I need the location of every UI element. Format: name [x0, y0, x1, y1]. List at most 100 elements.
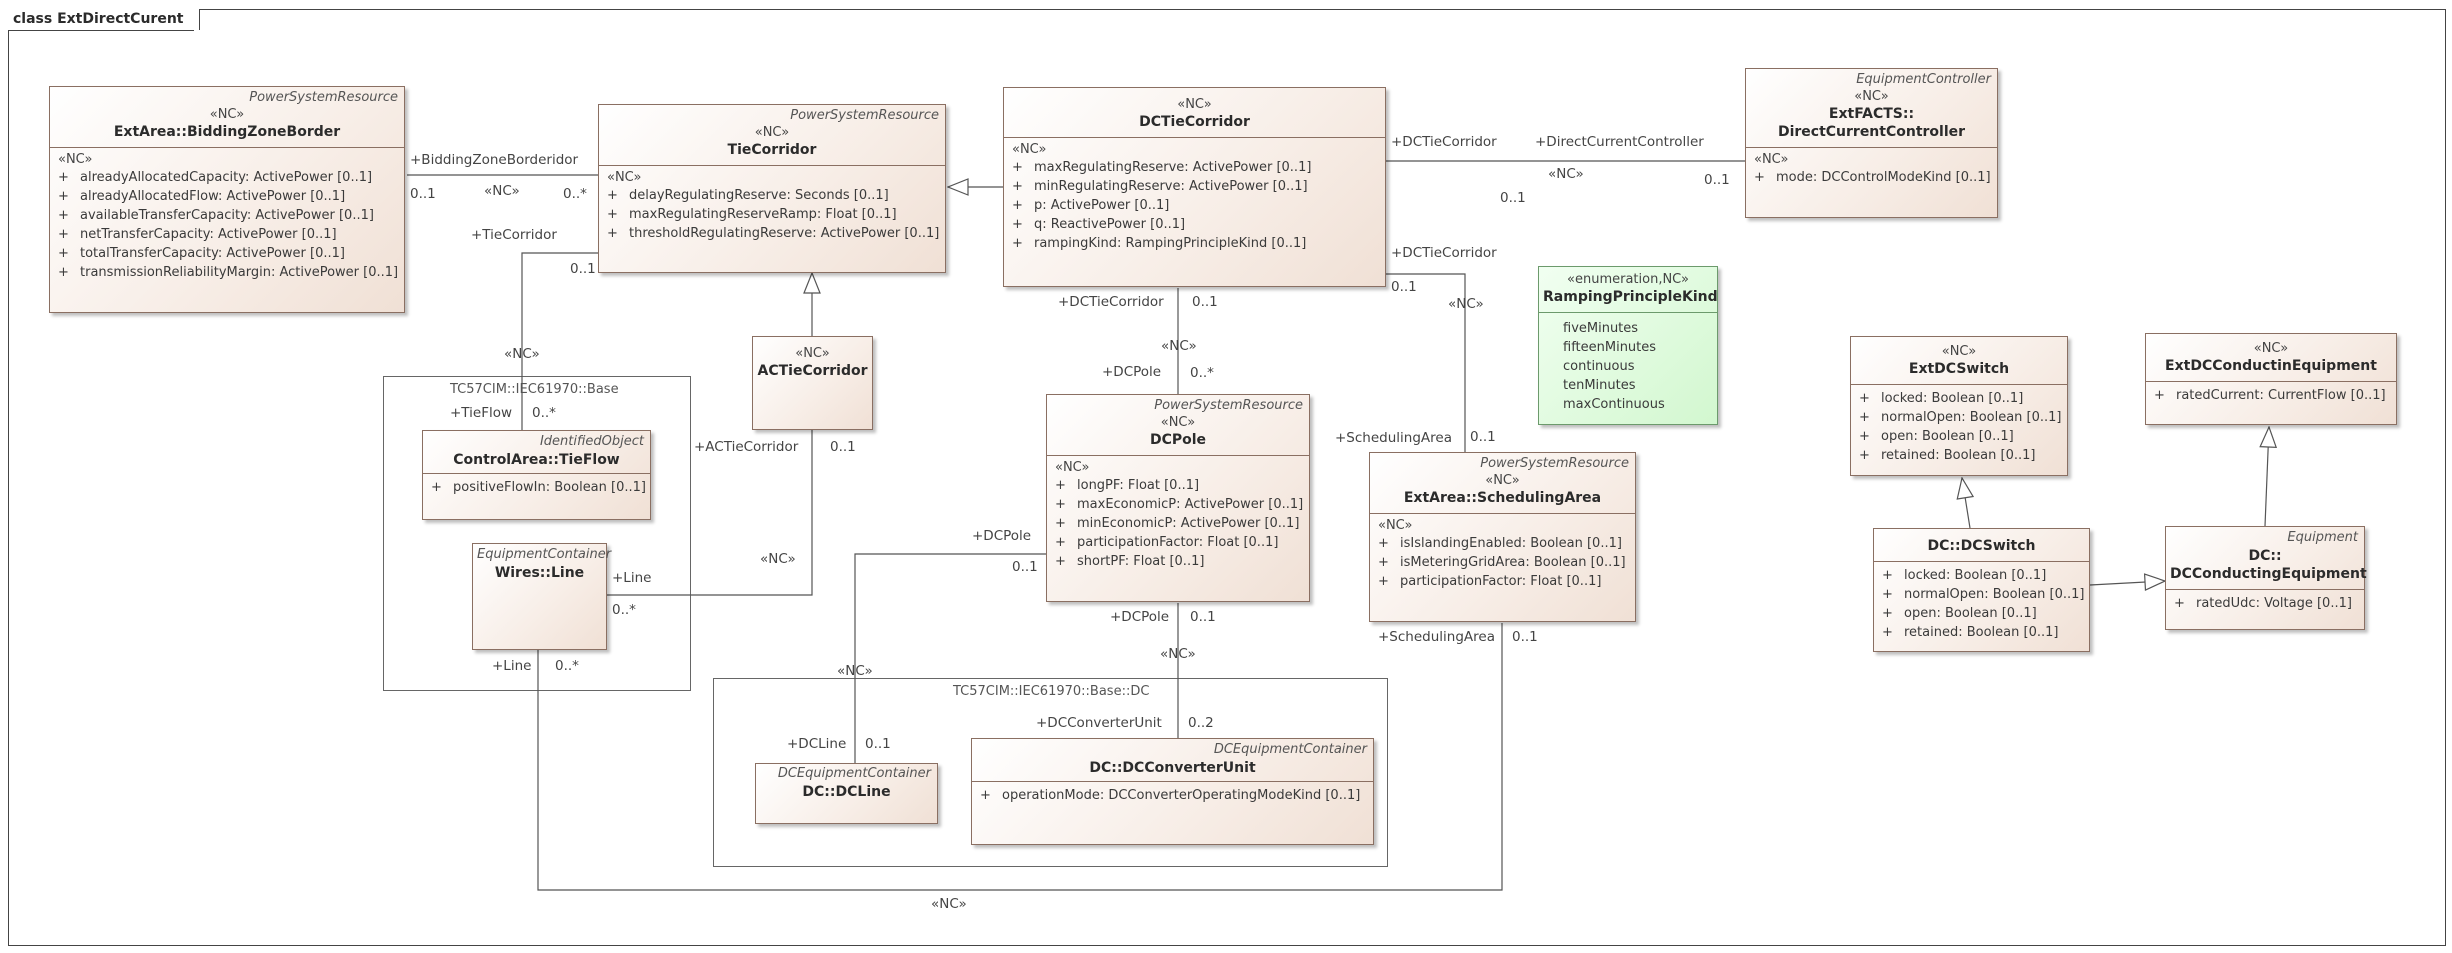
role-label: +DCPole	[1102, 364, 1162, 380]
class-ext-dc-switch[interactable]: «NC» ExtDCSwitch +locked: Boolean [0..1]…	[1850, 336, 2068, 476]
class-ac-tie-corridor[interactable]: «NC» ACTieCorridor	[752, 336, 873, 430]
attribute: +p: ActivePower [0..1]	[1012, 196, 1379, 215]
stereotype-label: «NC»	[760, 551, 796, 567]
class-scheduling-area[interactable]: PowerSystemResource «NC» ExtArea::Schedu…	[1369, 452, 1636, 622]
multiplicity-label: 0..*	[555, 658, 579, 674]
class-dc-switch[interactable]: DC::DCSwitch +locked: Boolean [0..1] +no…	[1873, 528, 2090, 652]
parent-label: Equipment	[2287, 530, 2358, 545]
class-dc-tie-corridor[interactable]: «NC» DCTieCorridor «NC» +maxRegulatingRe…	[1003, 87, 1386, 287]
class-bidding-zone-border[interactable]: PowerSystemResource «NC» ExtArea::Biddin…	[49, 86, 405, 313]
stereotype-label: «NC»	[484, 183, 520, 199]
attribute: +positiveFlowIn: Boolean [0..1]	[431, 478, 646, 497]
role-label: +DirectCurrentController	[1535, 134, 1704, 150]
visibility-marker: +	[1378, 536, 1389, 551]
visibility-marker: +	[58, 246, 69, 261]
attribute-text: ratedUdc: Voltage [0..1]	[2196, 596, 2352, 611]
class-dc-pole[interactable]: PowerSystemResource «NC» DCPole «NC» +lo…	[1046, 394, 1310, 602]
multiplicity-label: 0..1	[830, 439, 856, 455]
class-name: DC::DCSwitch	[1927, 538, 2036, 554]
class-tie-corridor[interactable]: PowerSystemResource «NC» TieCorridor «NC…	[598, 104, 946, 273]
attribute-text: minRegulatingReserve: ActivePower [0..1]	[1034, 179, 1308, 194]
parent-label: PowerSystemResource	[249, 90, 398, 105]
stereotype: «NC»	[754, 125, 790, 140]
attribute: +ratedCurrent: CurrentFlow [0..1]	[2154, 386, 2390, 405]
attribute: +minEconomicP: ActivePower [0..1]	[1055, 514, 1303, 533]
attribute-text: open: Boolean [0..1]	[1904, 606, 2037, 621]
attribute-text: maxRegulatingReserveRamp: Float [0..1]	[629, 207, 897, 222]
attr-stereotype: «NC»	[607, 170, 642, 185]
attribute: +retained: Boolean [0..1]	[1859, 446, 2061, 465]
attribute-text: availableTransferCapacity: ActivePower […	[80, 208, 374, 223]
attribute-text: transmissionReliabilityMargin: ActivePow…	[80, 265, 399, 280]
visibility-marker: +	[1055, 497, 1066, 512]
class-ext-dc-conductin-equipment[interactable]: «NC» ExtDCConductinEquipment +ratedCurre…	[2145, 333, 2397, 425]
attribute-text: isMeteringGridArea: Boolean [0..1]	[1400, 555, 1626, 570]
class-dc-conducting-equipment[interactable]: Equipment DC:: DCConductingEquipment +ra…	[2165, 526, 2367, 630]
visibility-marker: +	[1859, 448, 1870, 463]
attribute-text: delayRegulatingReserve: Seconds [0..1]	[629, 188, 889, 203]
attribute-text: open: Boolean [0..1]	[1881, 429, 2014, 444]
class-tie-flow[interactable]: IdentifiedObject ControlArea::TieFlow +p…	[422, 430, 651, 520]
stereotype-label: «NC»	[1161, 338, 1197, 354]
assoc-actie-line	[607, 430, 813, 596]
enum-literal: maxContinuous	[1563, 397, 1665, 412]
attribute: +availableTransferCapacity: ActivePower …	[58, 206, 398, 225]
stereotype-label: «NC»	[1160, 646, 1196, 662]
class-name: DCPole	[1149, 432, 1207, 448]
multiplicity-label: 0..1	[570, 261, 596, 277]
class-name: DC::	[2248, 548, 2282, 564]
attribute-text: ratedCurrent: CurrentFlow [0..1]	[2176, 388, 2386, 403]
enum-literal: continuous	[1563, 359, 1635, 374]
attribute: + transmissionReliabilityMargin: ActivePo…	[58, 263, 398, 282]
role-label: +Line	[492, 658, 532, 674]
attribute-text: normalOpen: Boolean [0..1]	[1904, 587, 2085, 602]
enum-ramping-principle-kind[interactable]: «enumeration,NC» RampingPrincipleKind fi…	[1538, 266, 1718, 425]
attribute: +normalOpen: Boolean [0..1]	[1882, 585, 2085, 604]
visibility-marker: +	[1012, 236, 1023, 251]
attribute: +netTransferCapacity: ActivePower [0..1]	[58, 225, 398, 244]
role-label: +DCLine	[787, 736, 847, 752]
attribute-text: alreadyAllocatedFlow: ActivePower [0..1]	[80, 189, 346, 204]
attribute-text: rampingKind: RampingPrincipleKind [0..1]	[1034, 236, 1307, 251]
multiplicity-label: 0..1	[1012, 559, 1038, 575]
visibility-marker: +	[1055, 554, 1066, 569]
attribute-text: mode: DCControlModeKind [0..1]	[1776, 170, 1991, 185]
parent-label: EquipmentController	[1856, 72, 1991, 87]
package-base-label: TC57CIM::IEC61970::Base	[450, 382, 619, 397]
class-name: Wires::Line	[494, 565, 585, 581]
attribute-text: retained: Boolean [0..1]	[1904, 625, 2059, 640]
attribute: +longPF: Float [0..1]	[1055, 476, 1303, 495]
parent-label: EquipmentContainer	[477, 547, 612, 562]
attribute: +open: Boolean [0..1]	[1882, 604, 2083, 623]
stereotype-label: «NC»	[837, 663, 873, 679]
attribute: +maxRegulatingReserve: ActivePower [0..1…	[1012, 158, 1379, 177]
multiplicity-label: 0..*	[563, 186, 587, 202]
attribute-text: positiveFlowIn: Boolean [0..1]	[453, 480, 646, 495]
role-label: +TieCorridor	[471, 227, 557, 243]
class-line[interactable]: EquipmentContainer Wires::Line	[472, 543, 612, 650]
parent-label: PowerSystemResource	[1480, 456, 1629, 471]
visibility-marker: +	[607, 226, 618, 241]
multiplicity-label: 0..2	[1188, 715, 1214, 731]
parent-label: IdentifiedObject	[539, 434, 644, 449]
class-name: ExtDCConductinEquipment	[2165, 358, 2377, 374]
diagram-title: class ExtDirectCurent	[8, 9, 207, 31]
attribute-text: maxRegulatingReserve: ActivePower [0..1]	[1034, 160, 1312, 175]
attribute-text: longPF: Float [0..1]	[1077, 478, 1200, 493]
visibility-marker: +	[58, 265, 69, 280]
visibility-marker: +	[1378, 574, 1389, 589]
gen-dcconducting-extdcconductin	[2265, 427, 2269, 527]
class-direct-current-controller[interactable]: EquipmentController «NC» ExtFACTS:: Dire…	[1745, 68, 1998, 218]
role-label: +DCConverterUnit	[1036, 715, 1162, 731]
role-label: +SchedulingArea	[1378, 629, 1495, 645]
visibility-marker: +	[980, 788, 991, 803]
attribute: +isIslandingEnabled: Boolean [0..1]	[1378, 534, 1629, 553]
assoc-tiecorridor-tieflow	[521, 252, 598, 430]
multiplicity-label: 0..*	[612, 602, 636, 618]
class-dc-line[interactable]: DCEquipmentContainer DC::DCLine	[755, 763, 938, 824]
attribute: +mode: DCControlModeKind [0..1]	[1754, 168, 1991, 187]
class-dc-converter-unit[interactable]: DCEquipmentContainer DC::DCConverterUnit…	[971, 738, 1374, 845]
attribute: +totalTransferCapacity: ActivePower [0..…	[58, 244, 398, 263]
enum-name: RampingPrincipleKind	[1543, 289, 1718, 305]
class-name: ACTieCorridor	[757, 363, 868, 379]
